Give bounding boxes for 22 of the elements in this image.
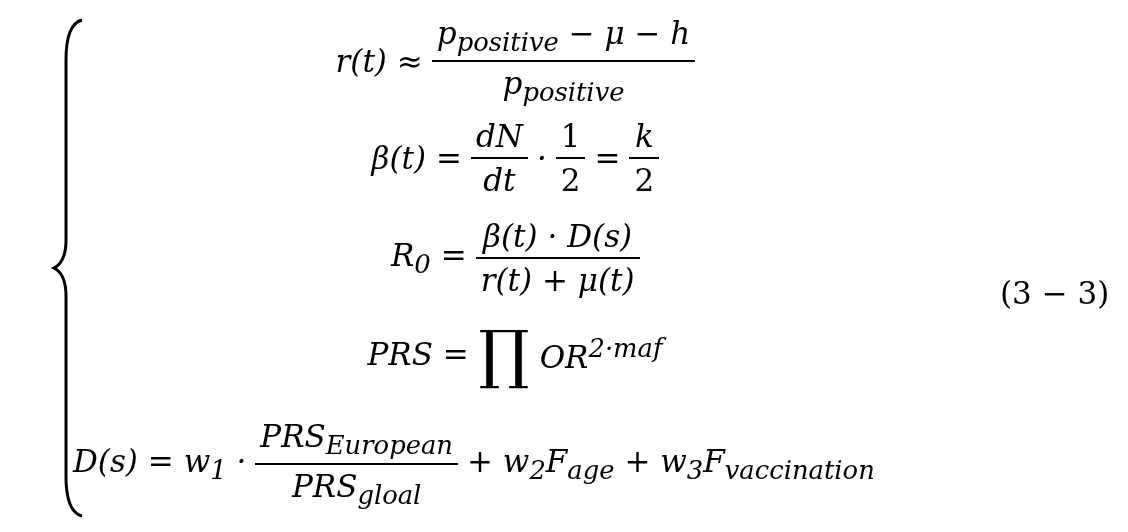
numerator: β(t) · D(s) xyxy=(481,218,634,254)
numerator: dN xyxy=(474,118,525,154)
math-expression: D(s) = w$_{1}$ · xyxy=(71,443,248,486)
denominator: r(t) + μ(t) xyxy=(479,262,636,298)
math-expression: = xyxy=(593,140,622,176)
math-expression: β(t) = xyxy=(369,140,463,176)
math-expression: R$_{0}$ = xyxy=(389,236,468,280)
denominator: 2 xyxy=(559,162,582,198)
denominator: 2 xyxy=(633,162,656,198)
math-expression: OR$^{2·maf}$ xyxy=(534,332,668,376)
denominator: p$_{positive}$ xyxy=(501,65,626,108)
equation-number: (3 − 3) xyxy=(999,275,1111,311)
numerator: p$_{positive}$ − μ − h xyxy=(435,15,692,58)
denominator: dt xyxy=(482,162,517,198)
numerator: PRS$_{European}$ xyxy=(259,418,454,461)
numerator: 1 xyxy=(559,118,582,154)
math-expression: · xyxy=(535,140,548,176)
numerator: k xyxy=(633,118,655,154)
math-expression: + w$_{2}$F$_{age}$ + w$_{3}$F$_{vaccination}$ xyxy=(466,443,876,486)
math-expression: r(t) ≈ xyxy=(334,43,424,80)
denominator: PRS$_{gloal}$ xyxy=(290,468,423,511)
math-expression: PRS = xyxy=(366,336,470,372)
